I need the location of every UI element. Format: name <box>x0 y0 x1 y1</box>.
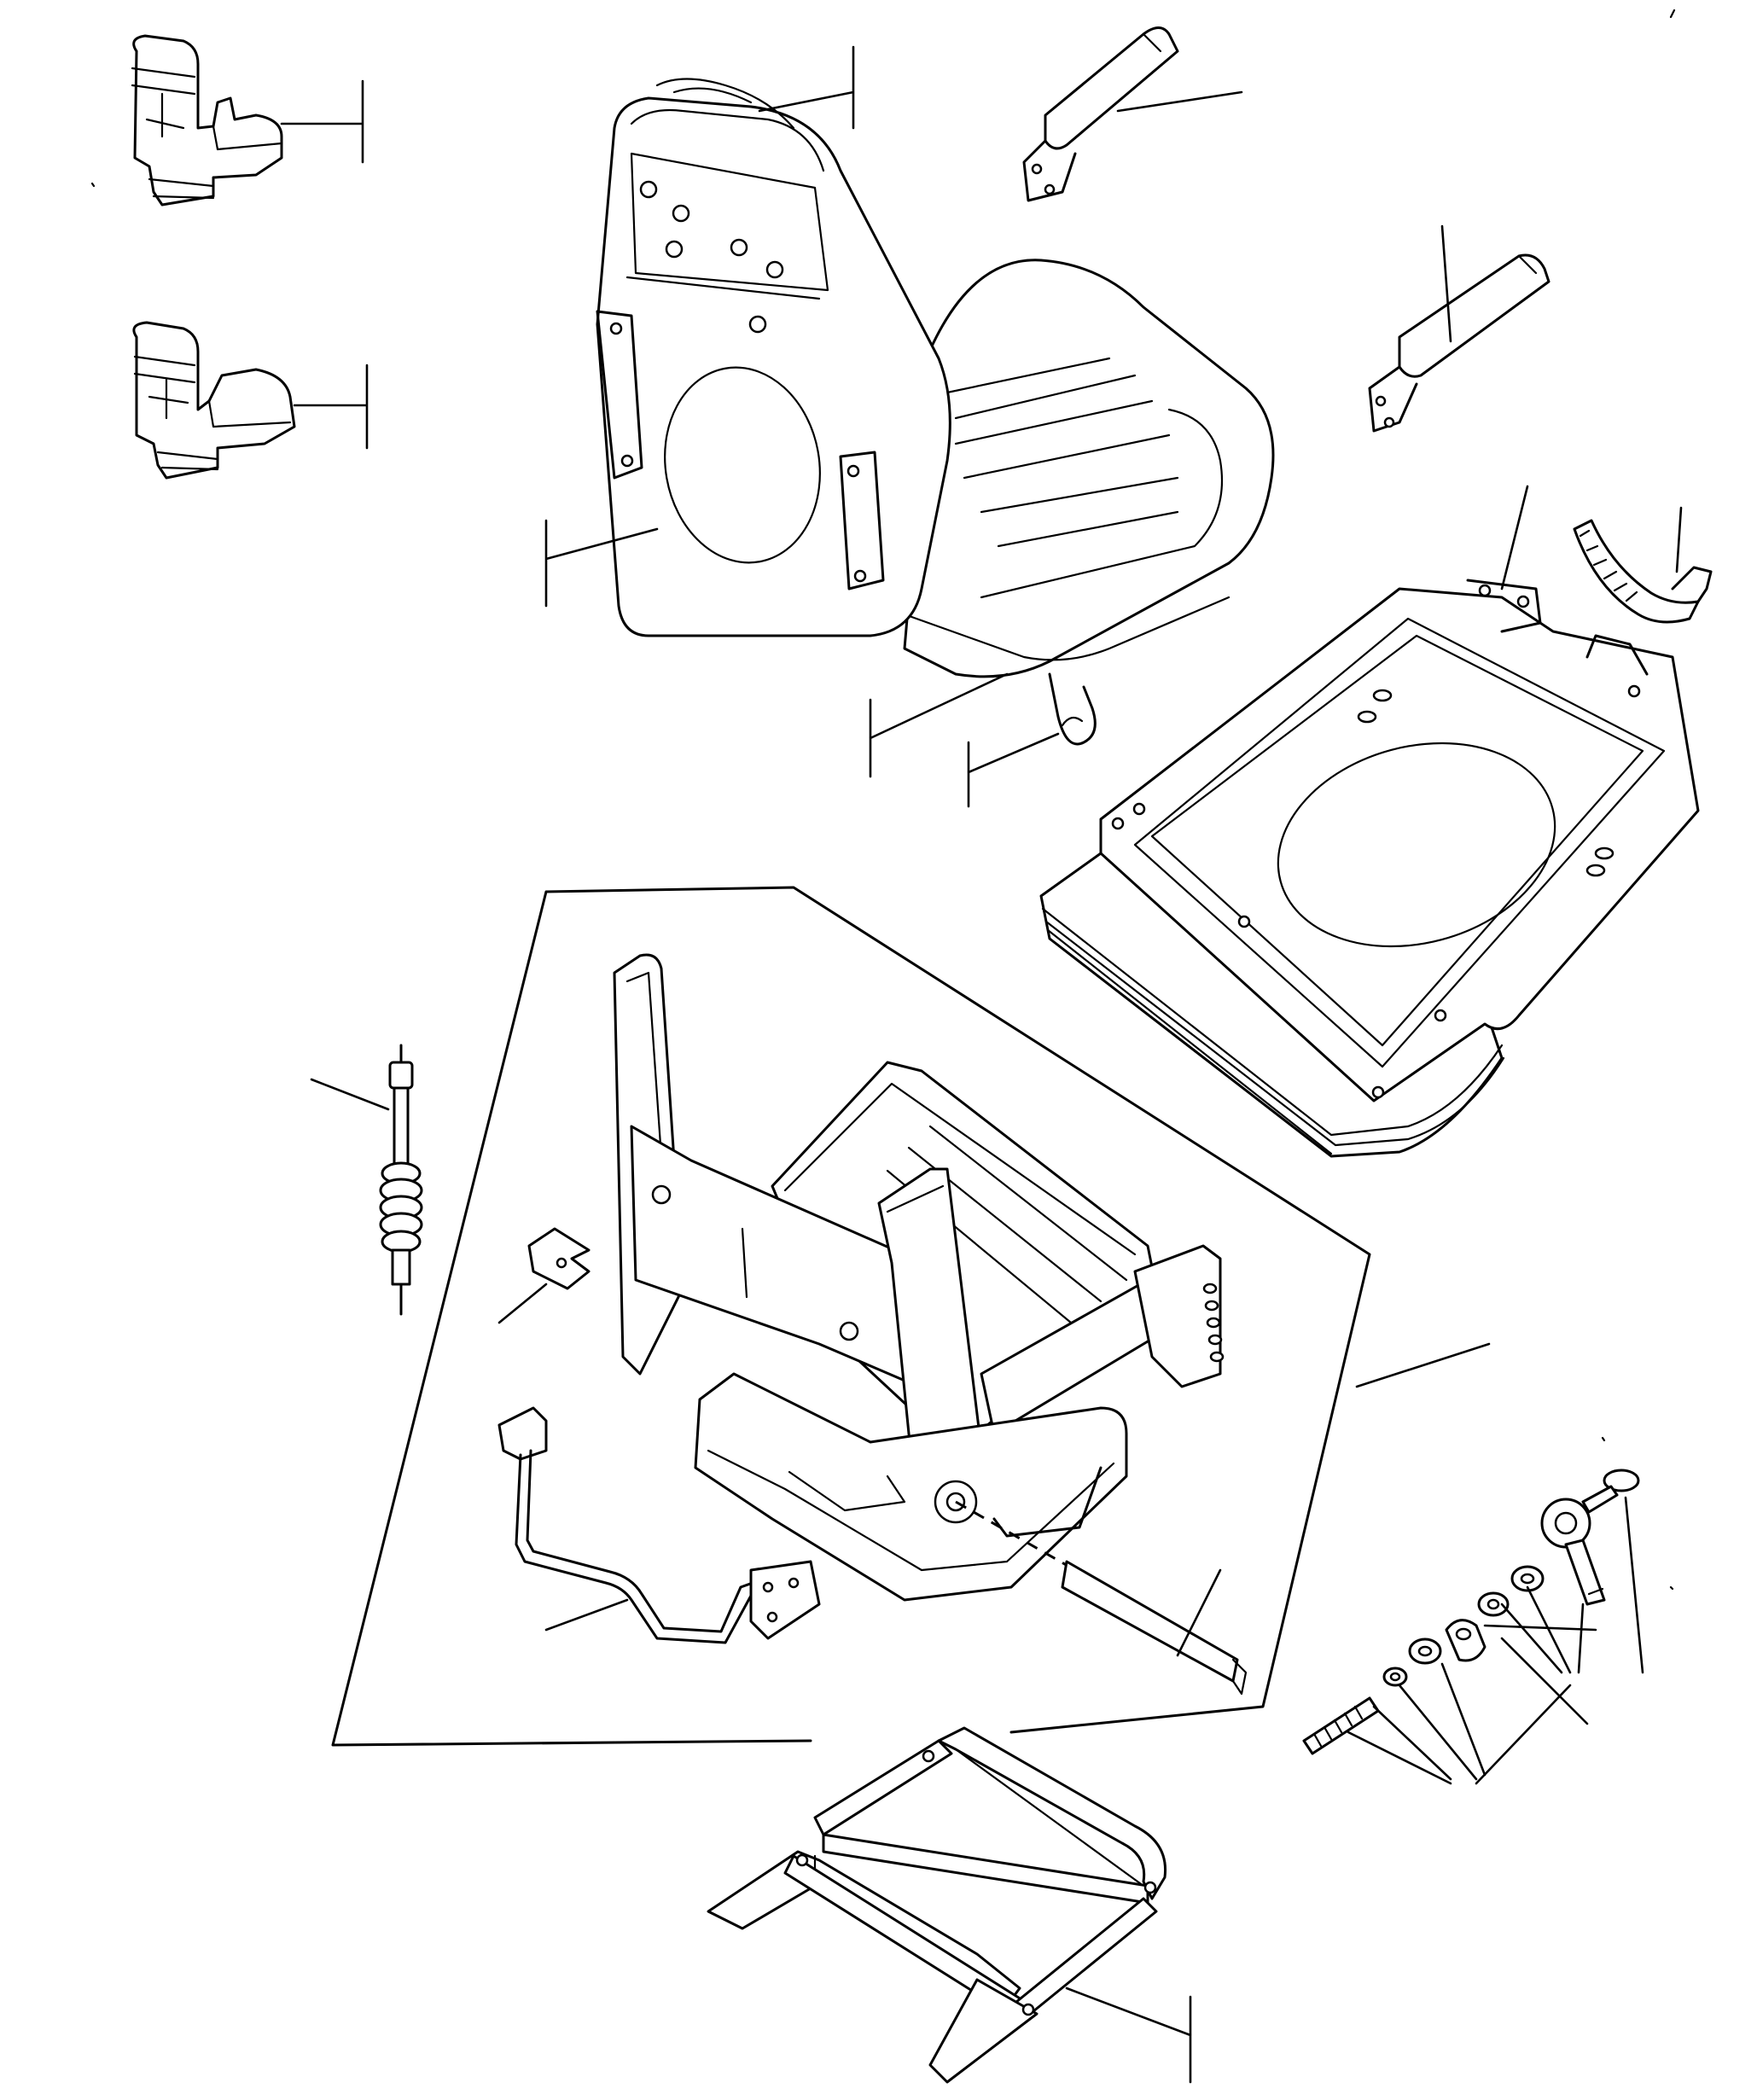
stray-mark <box>90 9 1676 1591</box>
leader-line <box>1500 1637 1589 1725</box>
leader-line <box>293 364 369 450</box>
bolt-and-washer-set[interactable] <box>1302 1469 1640 1755</box>
leader-line <box>544 519 659 608</box>
height-lever[interactable] <box>497 1406 821 1644</box>
leader-line <box>869 672 1009 778</box>
leader-line <box>1065 1987 1192 2084</box>
shock-absorber[interactable] <box>379 1044 423 1316</box>
leader-line <box>544 1598 629 1632</box>
adjuster-lever[interactable] <box>1573 519 1713 624</box>
leader-line <box>280 79 364 164</box>
leader-line <box>758 45 855 130</box>
leader-line <box>1372 1496 1644 1781</box>
base-frame[interactable] <box>1039 579 1700 1158</box>
armrest-left[interactable] <box>1368 253 1550 433</box>
seat-variant-a[interactable] <box>131 34 283 207</box>
leader-line <box>1176 1568 1222 1657</box>
leader-line <box>1355 1342 1491 1388</box>
slide-rail[interactable] <box>707 1726 1167 2084</box>
seat-assembly[interactable] <box>596 78 1275 746</box>
leader-line <box>1675 506 1683 573</box>
leader-line <box>1116 90 1243 113</box>
leader-line <box>1347 1684 1572 1785</box>
leader-line <box>967 732 1060 808</box>
suspension-assembly[interactable] <box>613 953 1248 1696</box>
leader-line <box>1500 485 1529 590</box>
leader-line <box>310 1078 390 1111</box>
leader-line <box>497 1283 548 1324</box>
assembly-boundary <box>331 886 1371 1747</box>
clip[interactable] <box>527 1227 591 1290</box>
armrest-right[interactable] <box>1022 26 1179 202</box>
leader-line <box>1440 224 1452 343</box>
seat-variant-b[interactable] <box>132 321 296 480</box>
